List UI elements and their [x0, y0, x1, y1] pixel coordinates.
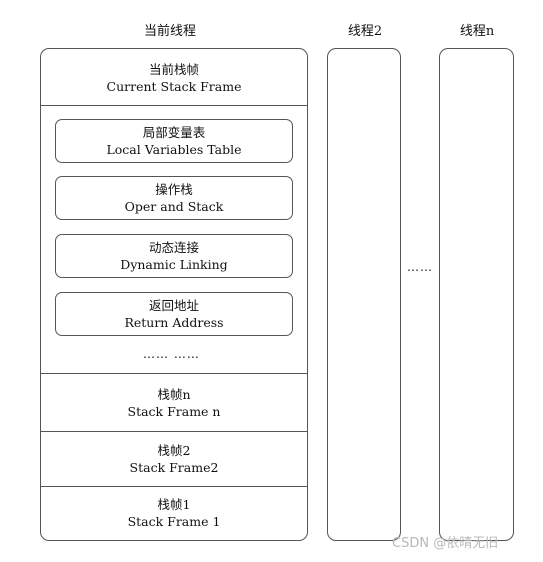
- stack-frame-n: 栈帧n Stack Frame n: [40, 380, 308, 426]
- frame-part-return-address: 返回地址 Return Address: [55, 292, 293, 336]
- frame-parts-ellipsis: …… ……: [143, 347, 200, 361]
- current-stack-frame-zh: 当前栈帧: [148, 62, 199, 77]
- stack-frame-en: Stack Frame n: [127, 404, 221, 419]
- frame-part-operand-stack: 操作栈 Oper and Stack: [55, 176, 293, 220]
- divider-current-frame: [40, 105, 308, 106]
- thread2-title: 线程2: [347, 24, 383, 39]
- frame-part-en: Oper and Stack: [124, 199, 224, 214]
- frame-part-zh: 动态连接: [148, 240, 199, 255]
- frame-part-zh: 操作栈: [155, 182, 193, 197]
- threadn-title: 线程n: [459, 24, 495, 39]
- divider-frame-n: [40, 373, 308, 374]
- stack-frame-zh: 栈帧n: [157, 387, 191, 402]
- current-thread-title: 当前线程: [143, 24, 196, 39]
- frame-part-zh: 局部变量表: [142, 125, 206, 140]
- frame-part-en: Local Variables Table: [106, 142, 242, 157]
- stack-frame-1: 栈帧1 Stack Frame 1: [40, 490, 308, 536]
- stack-frame-2: 栈帧2 Stack Frame2: [40, 436, 308, 482]
- threads-ellipsis: ……: [407, 260, 433, 274]
- frame-part-dynamic-linking: 动态连接 Dynamic Linking: [55, 234, 293, 278]
- watermark: CSDN @依晴无旧: [392, 536, 499, 551]
- frame-part-en: Return Address: [124, 315, 224, 330]
- threadn-stack: [439, 48, 514, 541]
- stack-frame-zh: 栈帧1: [157, 497, 191, 512]
- stack-frame-en: Stack Frame2: [129, 460, 219, 475]
- stack-frame-en: Stack Frame 1: [127, 514, 221, 529]
- divider-frame-2: [40, 431, 308, 432]
- frame-part-en: Dynamic Linking: [120, 257, 228, 272]
- stack-frame-zh: 栈帧2: [157, 443, 191, 458]
- current-stack-frame-en: Current Stack Frame: [106, 79, 242, 94]
- frame-part-local-variables: 局部变量表 Local Variables Table: [55, 119, 293, 163]
- divider-frame-1: [40, 486, 308, 487]
- frame-part-zh: 返回地址: [148, 298, 199, 313]
- current-stack-frame: 当前栈帧 Current Stack Frame: [40, 56, 308, 100]
- thread2-stack: [327, 48, 401, 541]
